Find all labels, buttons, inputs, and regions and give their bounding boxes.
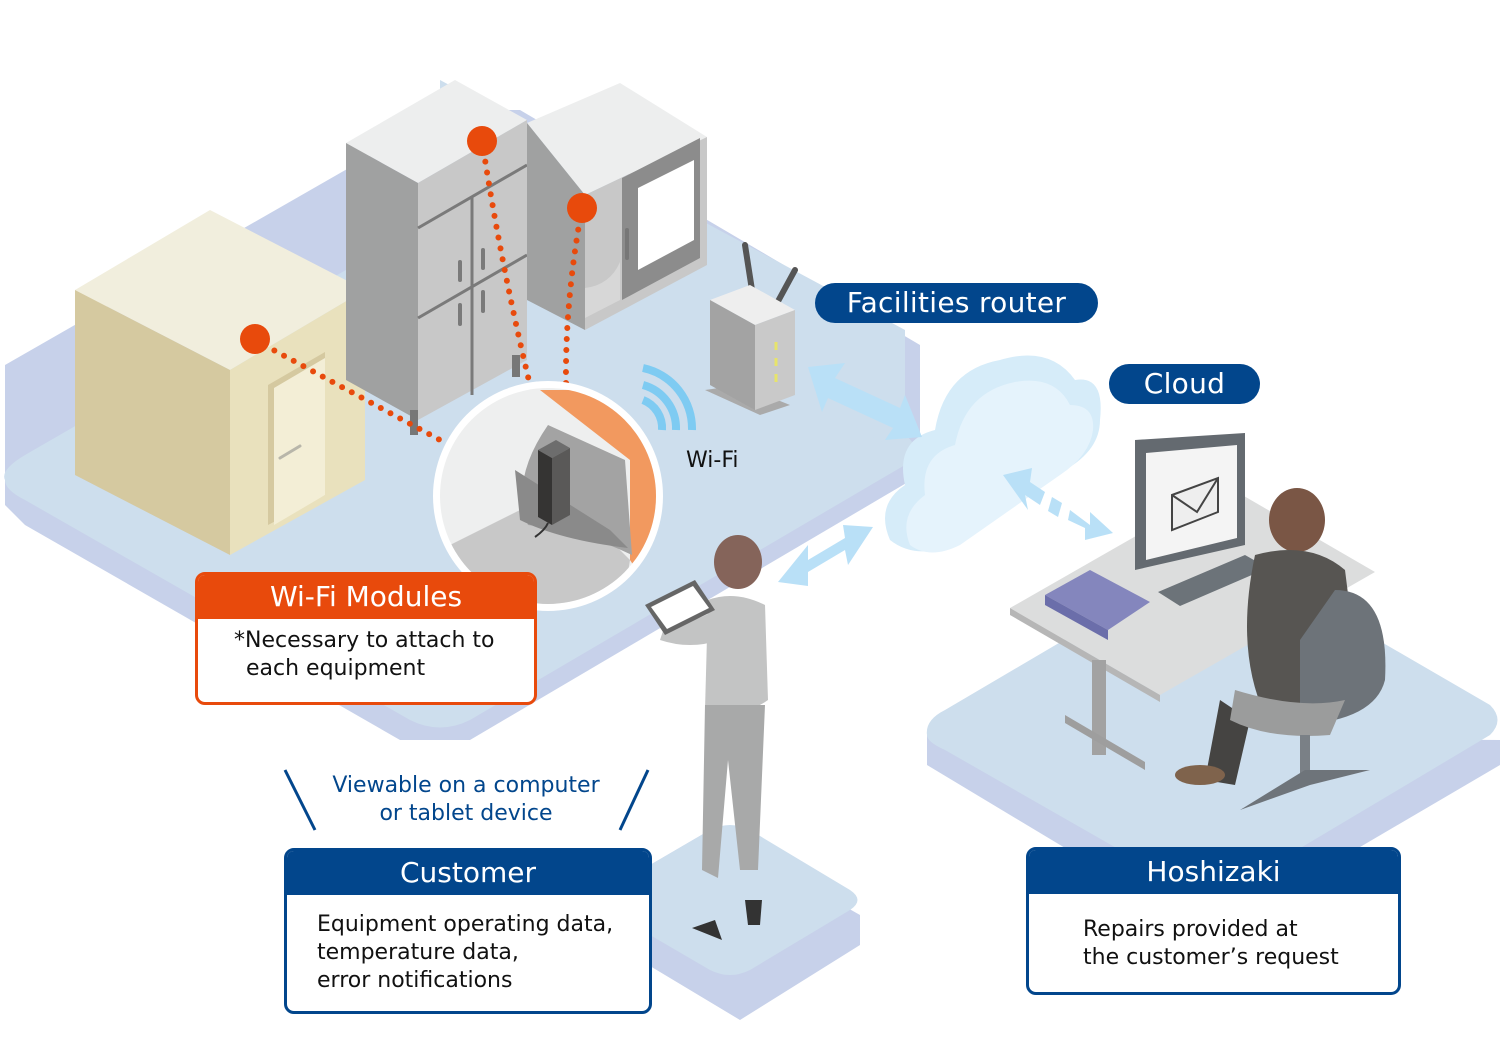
- cloud-hoshizaki-arrow: [1003, 468, 1113, 540]
- hoshizaki-detail-line1: Repairs provided at: [1083, 917, 1298, 942]
- cloud-icon: [885, 355, 1101, 553]
- customer-detail-line1: Equipment operating data,: [317, 912, 614, 937]
- hoshizaki-detail-line2: the customer’s request: [1083, 945, 1339, 970]
- wifi-label: Wi-Fi: [686, 448, 739, 473]
- hoshizaki-card: Hoshizaki Repairs provided at the custom…: [1026, 847, 1401, 995]
- wifi-modules-card: Wi-Fi Modules *Necessary to attach to ea…: [195, 572, 537, 705]
- wifi-modules-note-line1: *Necessary to attach to: [234, 628, 495, 653]
- router: [705, 242, 798, 415]
- hoshizaki-title: Hoshizaki: [1029, 850, 1398, 894]
- viewable-note: Viewable on a computer or tablet device: [310, 772, 622, 828]
- customer-detail-line3: error notifications: [317, 968, 513, 993]
- router-cloud-arrow: [808, 363, 922, 440]
- customer-person: [645, 535, 768, 940]
- customer-card: Customer Equipment operating data, tempe…: [284, 848, 652, 1014]
- viewable-note-line1: Viewable on a computer: [332, 773, 600, 798]
- cloud-label: Cloud: [1109, 364, 1260, 404]
- combi-oven: [527, 83, 707, 330]
- hoshizaki-desk: [1010, 433, 1386, 810]
- customer-platform: [590, 825, 860, 1020]
- wifi-modules-title: Wi-Fi Modules: [198, 575, 534, 619]
- module-marker-dots: [240, 126, 597, 354]
- viewable-note-line2: or tablet device: [379, 801, 553, 826]
- wifi-module-closeup: [433, 381, 663, 611]
- customer-title: Customer: [287, 851, 649, 895]
- wifi-waves-icon: [641, 364, 697, 431]
- wifi-modules-note-line2: each equipment: [246, 656, 426, 681]
- module-connection-lines: [252, 137, 585, 443]
- cold-room: [75, 210, 365, 555]
- customer-cloud-arrow: [778, 525, 873, 586]
- viewable-right-slash: [618, 769, 650, 831]
- facilities-router-label: Facilities router: [815, 283, 1098, 323]
- customer-detail-line2: temperature data,: [317, 940, 519, 965]
- refrigerator: [346, 80, 528, 435]
- viewable-left-slash: [283, 769, 317, 831]
